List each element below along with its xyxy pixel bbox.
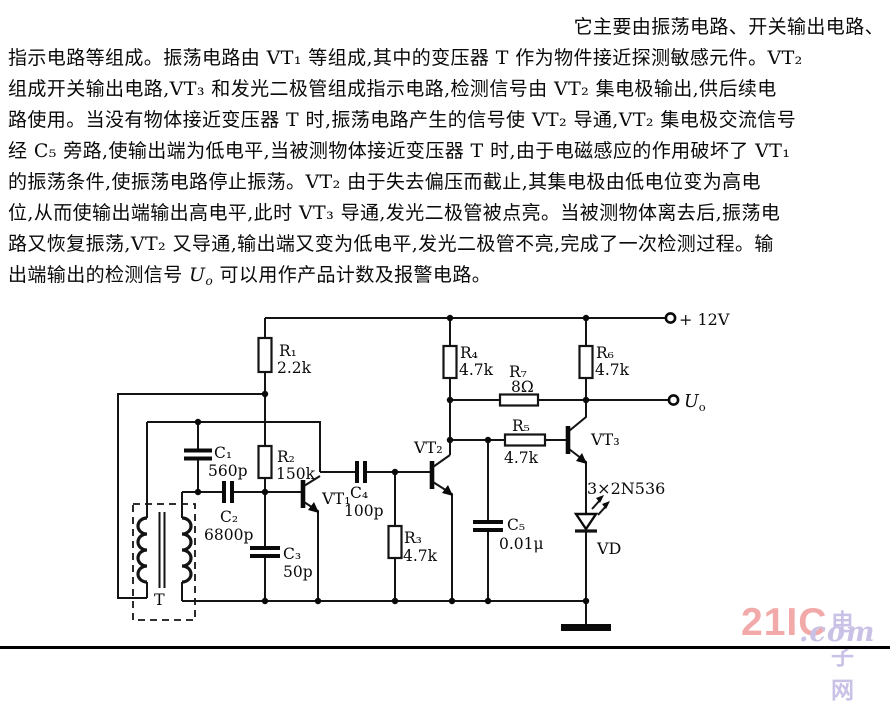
paragraph-line: 的振荡条件,使振荡电路停止振荡。VT₂ 由于失去偏压而截止,其集电极由低电位变为… — [8, 171, 761, 193]
supply-voltage-label: + 12V — [679, 310, 730, 329]
paragraph-line: 位,从而使输出端输出高电平,此时 VT₃ 导通,发光二极管被点亮。当被测物体离去… — [8, 202, 781, 224]
transistor-vt2-label: VT₂ — [413, 438, 443, 457]
description-text: 它主要由振荡电路、开关输出电路、 指示电路等组成。振荡电路由 VT₁ 等组成,其… — [8, 12, 884, 297]
output-label: Uo — [684, 392, 706, 414]
output-signal-subscript: o — [205, 274, 214, 288]
capacitor-c3-value: 50p — [283, 563, 313, 581]
capacitor-c2-label: C₂ — [220, 508, 238, 526]
transformer-t: T — [132, 503, 196, 621]
transistor-vt2: VT₂ — [413, 438, 453, 601]
capacitor-c4-label: C₄ — [350, 484, 368, 502]
paragraph-line: 指示电路等组成。振荡电路由 VT₁ 等组成,其中的变压器 T 作为物件接近探测敏… — [8, 47, 803, 69]
circuit-diagram: R₁ 2.2k R₂ 150k R₃ 4.7k R₄ 4.7k R₆ 4.7k … — [117, 310, 730, 631]
resistor-r5-value: 4.7k — [504, 449, 539, 467]
paragraph-text: 出端输出的检测信号 — [8, 264, 190, 286]
led-vd: VD — [573, 495, 621, 558]
resistor-r7-value: 8Ω — [511, 378, 534, 396]
paragraph-line: 组成开关输出电路,VT₃ 和发光二极管组成指示电路,检测信号由 VT₂ 集电极输… — [8, 78, 777, 100]
transformer-secondary-winding — [181, 516, 193, 584]
capacitor-c3: C₃ 50p — [250, 545, 313, 581]
resistor-r6-value: 4.7k — [595, 361, 630, 379]
capacitor-c3-label: C₃ — [283, 545, 301, 563]
resistor-r5: R₅ 4.7k — [503, 417, 547, 467]
transformer-primary-winding — [136, 516, 148, 584]
scanned-document-page: 它主要由振荡电路、开关输出电路、 指示电路等组成。振荡电路由 VT₁ 等组成,其… — [0, 12, 890, 703]
transistor-vt3-label: VT₃ — [590, 430, 620, 449]
capacitor-c2: C₂ 6800p — [204, 481, 253, 544]
transistor-vt1-label: VT₁ — [321, 489, 351, 508]
transformer-core — [158, 512, 166, 588]
output-terminal: Uo — [667, 392, 706, 414]
resistor-r4-label: R₄ — [460, 344, 478, 362]
paragraph-line: 经 C₅ 旁路,使输出端为低电平,当被测物体接近变压器 T 时,由于电磁感应的作… — [8, 140, 791, 162]
transistor-vt1: VT₁ — [300, 475, 351, 601]
transistor-vt3: VT₃ 3×2N536 — [565, 426, 665, 498]
resistor-r1-value: 2.2k — [277, 359, 312, 377]
resistor-r3-label: R₃ — [404, 529, 422, 547]
resistor-r7-label: R₇ — [509, 363, 527, 381]
resistor-r7: R₇ 8Ω — [498, 363, 540, 407]
paragraph-line: 它主要由振荡电路、开关输出电路、 — [573, 16, 884, 38]
transistor-vt3-type: 3×2N536 — [587, 479, 665, 498]
transformer-label: T — [154, 590, 165, 609]
paragraph-line: 路又恢复振荡,VT₂ 又导通,输出端又变为低电平,发光二极管不亮,完成了一次检测… — [8, 233, 774, 255]
ground-symbol — [561, 624, 611, 631]
resistor-r3-value: 4.7k — [403, 547, 438, 565]
page-bottom-rule — [0, 646, 890, 649]
paragraph-text: 可以用作产品计数及报警电路。 — [213, 264, 492, 286]
capacitor-c1-value: 560p — [208, 462, 248, 480]
resistor-r5-label: R₅ — [512, 417, 530, 435]
supply-terminal: + 12V — [664, 310, 730, 329]
paragraph-line: 出端输出的检测信号 Uo 可以用作产品计数及报警电路。 — [8, 260, 884, 297]
output-signal-symbol: U — [189, 264, 206, 286]
paragraph-line: 路使用。当没有物体接近变压器 T 时,振荡电路产生的信号使 VT₂ 导通,VT₂… — [8, 109, 797, 131]
capacitor-c1-label: C₁ — [214, 444, 232, 462]
capacitor-c5: C₅ 0.01μ — [473, 516, 544, 553]
capacitor-c2-value: 6800p — [204, 526, 253, 544]
resistor-r6: R₆ 4.7k — [578, 344, 630, 380]
resistor-r4: R₄ 4.7k — [442, 344, 494, 380]
resistor-r3: R₃ 4.7k — [387, 524, 438, 565]
resistor-r2: R₂ 150k — [257, 444, 316, 483]
wiring — [117, 317, 669, 624]
resistor-r1-label: R₁ — [279, 342, 297, 360]
resistor-r4-value: 4.7k — [459, 361, 494, 379]
led-vd-label: VD — [596, 539, 621, 558]
capacitor-c5-value: 0.01μ — [499, 535, 544, 553]
resistor-r1: R₁ 2.2k — [257, 336, 312, 377]
capacitor-c1: C₁ 560p — [184, 444, 248, 480]
resistor-r2-label: R₂ — [277, 448, 295, 466]
capacitor-c4-value: 100p — [344, 502, 384, 520]
capacitor-c4: C₄ 100p — [344, 461, 384, 520]
resistor-r6-label: R₆ — [596, 344, 614, 362]
resistor-r2-value: 150k — [276, 465, 316, 483]
junction-dots — [194, 314, 590, 605]
capacitor-c5-label: C₅ — [507, 516, 525, 534]
